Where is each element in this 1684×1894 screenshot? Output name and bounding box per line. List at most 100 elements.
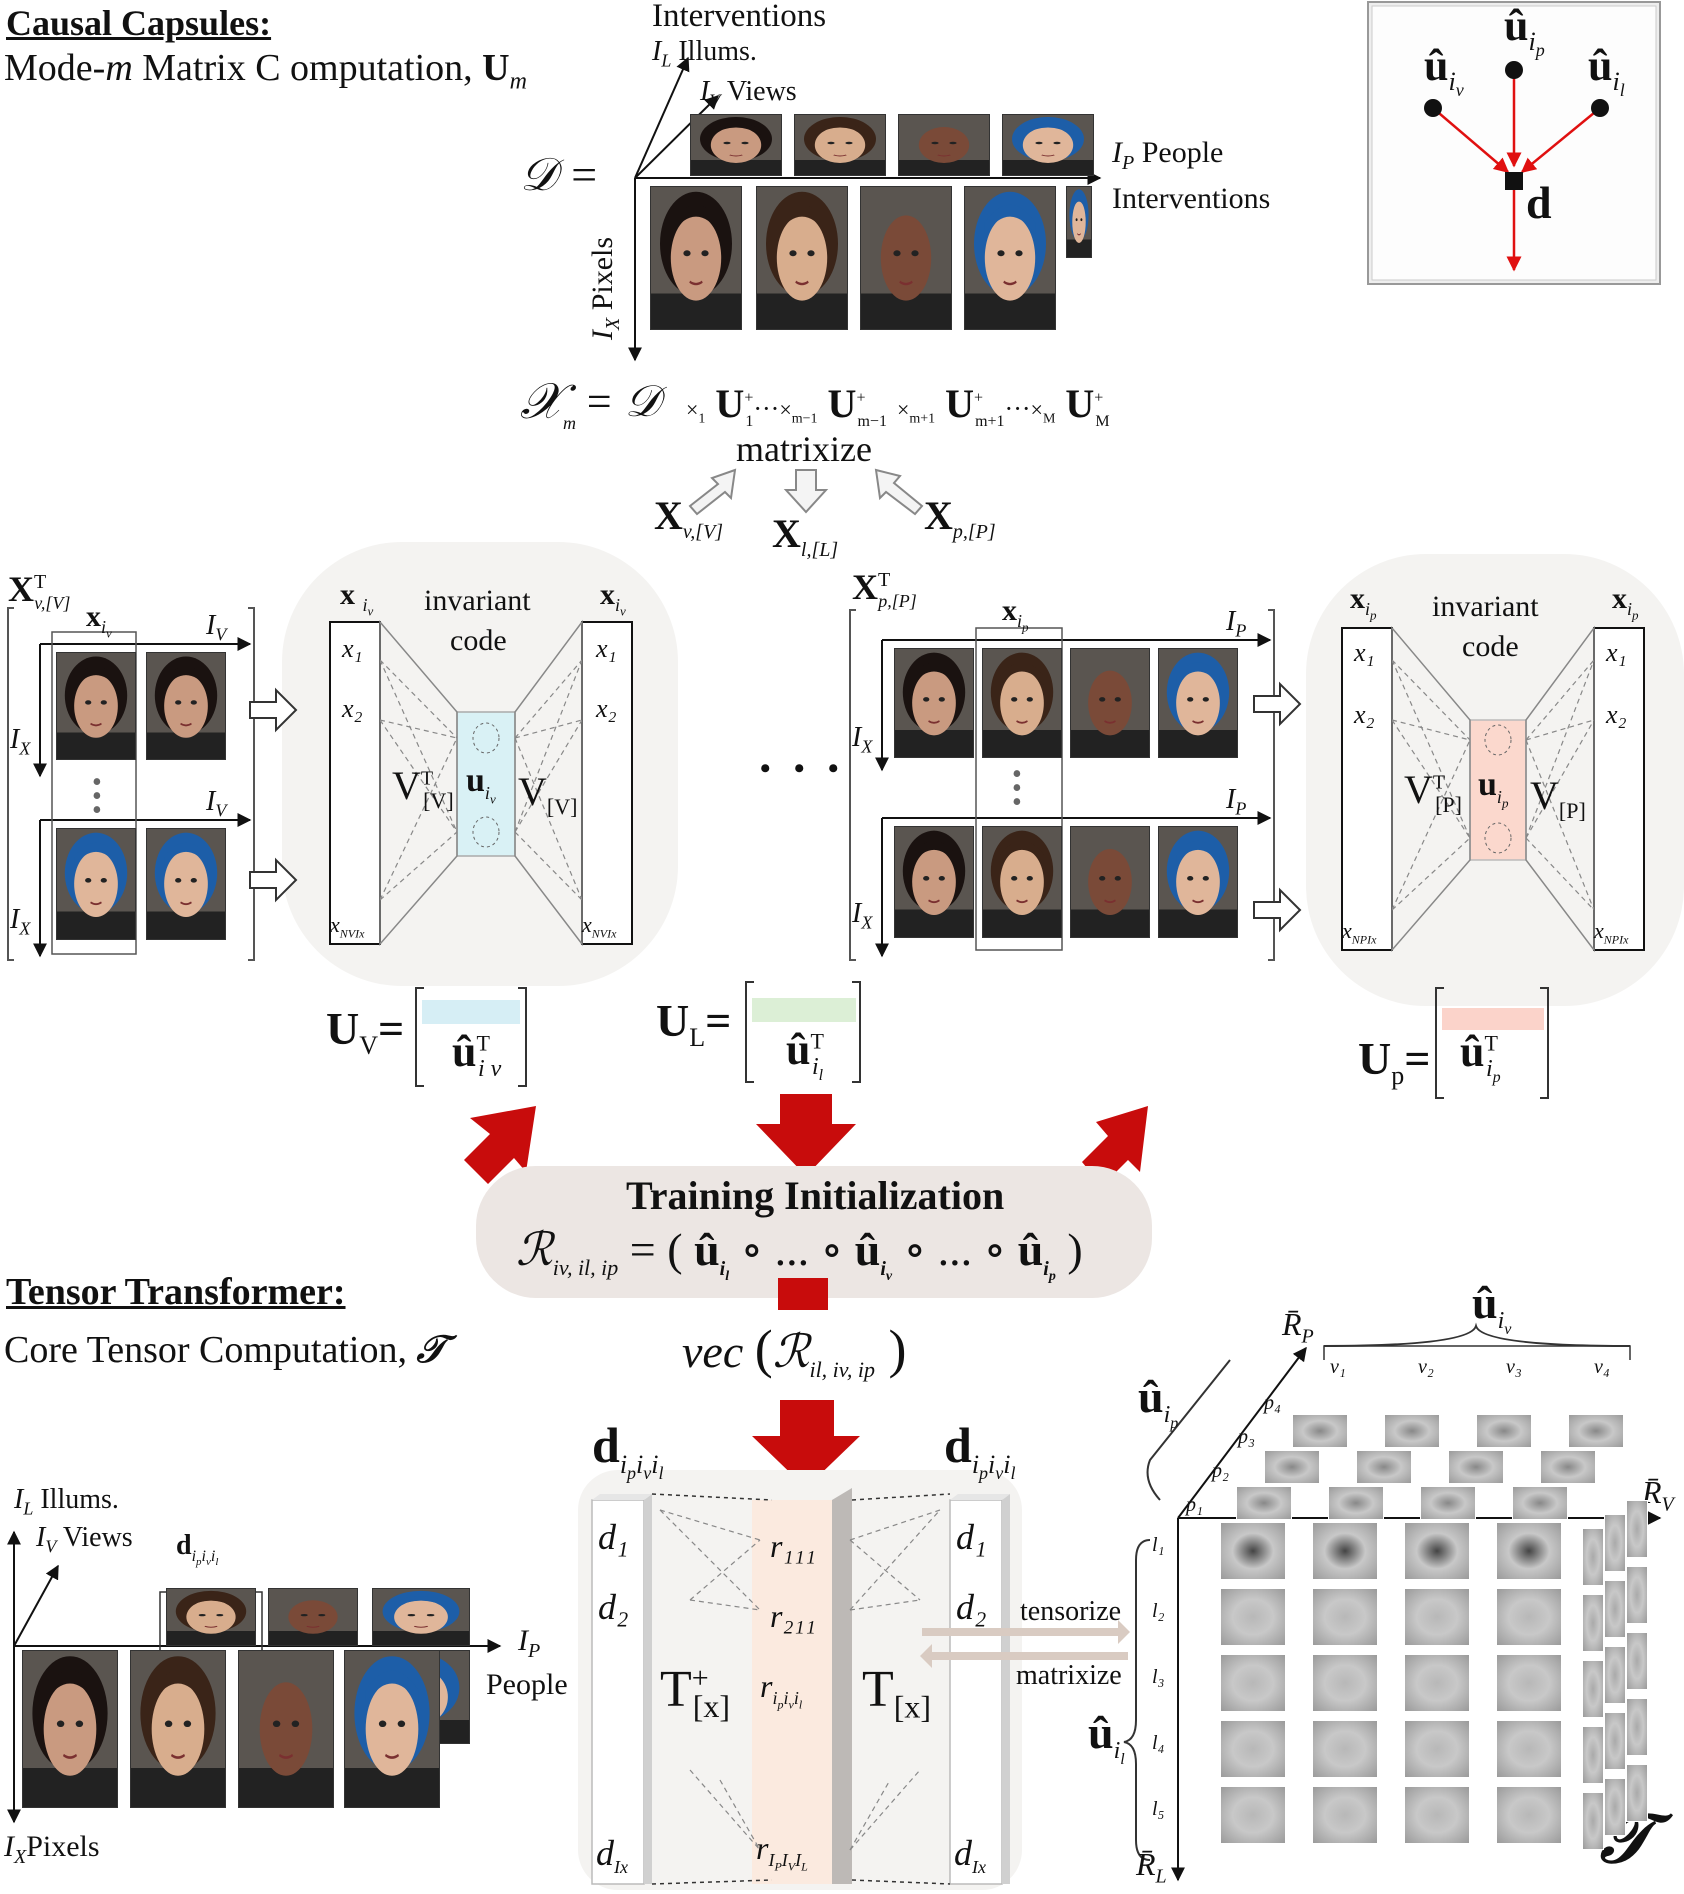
bl-face-front-4 — [344, 1650, 440, 1808]
right-code: code — [1462, 630, 1519, 663]
right-ix2-text: I — [852, 898, 862, 929]
right-ucode-text: u — [1478, 766, 1497, 803]
grid-uip-text: û — [1138, 1371, 1164, 1422]
matrixize-arrow-right — [874, 468, 924, 516]
core-d-right: dipivil — [944, 1417, 1016, 1484]
bl-pixels-text: Pixels — [26, 1830, 100, 1863]
left-ix2-text: I — [10, 904, 20, 935]
left-u-code: uiv — [466, 762, 496, 807]
left-dec-top-text: x — [600, 578, 615, 611]
left-capsule-face-3 — [56, 828, 136, 940]
left-capsule-face-2 — [146, 652, 226, 760]
right-invariant: invariant — [1432, 590, 1539, 623]
up-entry-text: û — [1460, 1027, 1485, 1076]
left-invariant: invariant — [424, 584, 531, 617]
arrow-vec-to-core — [752, 1400, 860, 1488]
bl-illums-text: Illums. — [40, 1484, 119, 1515]
right-ip-label-2: IP — [1226, 784, 1246, 820]
grid-rp-label: R̄P — [1282, 1306, 1314, 1348]
xl-sub: l,[L] — [800, 539, 839, 561]
right-capsule-face-top-4 — [1158, 648, 1238, 758]
left-vdec-sub: [V] — [546, 794, 578, 819]
left-enc-xn: xNVIx — [330, 912, 364, 941]
left-xh-sup: T — [34, 571, 47, 593]
grid-side-cell-l2-p2 — [1604, 1580, 1626, 1638]
edge-uiv-d — [1432, 107, 1510, 173]
left-enc-x1: x₁ — [342, 634, 363, 663]
grid-depth-cell-p1-v1 — [1236, 1486, 1292, 1520]
grid-side-cell-l1-p2 — [1604, 1514, 1626, 1572]
ul-sub: L — [689, 1023, 706, 1053]
right-capsule-face-bot-2 — [982, 826, 1062, 938]
edge-uil-d — [1520, 107, 1601, 173]
views-text: Views — [726, 76, 797, 107]
grid-side-cell-l2-p1 — [1582, 1594, 1604, 1652]
tt-symbol: 𝒯 — [416, 1329, 446, 1371]
data-face-back-1 — [690, 114, 782, 176]
core-dr-text: d — [944, 1417, 972, 1473]
graph-uiv-label: ûiv — [1424, 41, 1464, 100]
bl-ip-label: IP — [518, 1624, 541, 1662]
core-r-last: rIPIVIL — [756, 1830, 808, 1874]
left-dec-x1: x₁ — [596, 634, 617, 663]
left-x-col-label: xiv — [86, 600, 112, 641]
left-xh-sub: v,[V] — [34, 593, 71, 614]
left-vdots: ••• — [92, 767, 102, 826]
left-dec-xn-sub: NVIx — [591, 926, 617, 941]
graph-uil-label: ûil — [1588, 41, 1625, 100]
grid-cell-l5-v1 — [1220, 1786, 1286, 1844]
bl-views: IV Views — [36, 1522, 133, 1557]
core-left-d2: d₂ — [598, 1587, 629, 1627]
right-capsule-face-top-1 — [894, 648, 974, 758]
core-t-plus: T+[x] — [660, 1660, 730, 1725]
right-enc-xn-text: x — [1342, 918, 1352, 943]
grid-v-label-1: v₁ — [1330, 1356, 1346, 1378]
training-init-formula: ℛiv, il, ip = ( ûil ∘ ... ∘ ûiv ∘ ... ∘ … — [516, 1224, 1083, 1285]
left-ix1-text: I — [10, 724, 20, 755]
data-face-front-3 — [860, 186, 952, 330]
core-r-mid: ripivil — [760, 1668, 803, 1712]
node-uiv — [1424, 99, 1442, 117]
left-enc-top-text: x — [340, 578, 355, 611]
vec-arg-sub: il, iv, ip — [809, 1357, 876, 1383]
bl-d-label: dipivil — [176, 1530, 219, 1568]
core-right-dix: dIx — [954, 1832, 986, 1878]
grid-l-label-5: l₅ — [1152, 1798, 1165, 1820]
right-u-code: uip — [1478, 766, 1509, 811]
right-venc-text: V — [1404, 767, 1433, 812]
grid-side-cell-l1-p3 — [1626, 1500, 1648, 1558]
graph-uip-label: ûip — [1504, 1, 1545, 60]
grid-uiv-text: û — [1472, 1277, 1498, 1328]
data-face-back-2 — [794, 114, 886, 176]
left-capsule-face-4 — [146, 828, 226, 940]
data-face-back-4 — [1002, 114, 1094, 176]
core-t-text: T — [862, 1661, 894, 1718]
vec-text: vec — [682, 1326, 744, 1377]
grid-cell-l1-v1 — [1220, 1522, 1286, 1580]
bl-face-back-1 — [166, 1588, 256, 1646]
arrow-uv-to-init — [464, 1106, 536, 1184]
right-ix1-sub: X — [861, 736, 873, 757]
right-capsule-face-bot-4 — [1158, 826, 1238, 938]
left-capsule-face-1 — [56, 652, 136, 760]
people-axis-label: IP People — [1112, 136, 1224, 174]
node-uip — [1505, 61, 1523, 79]
grid-cell-l3-v3 — [1404, 1654, 1470, 1712]
causal-capsules-subtitle: Mode-m Matrix C omputation, Um — [4, 46, 527, 96]
right-vdec-sub: [P] — [1558, 798, 1586, 823]
bl-face-front-1 — [22, 1650, 118, 1808]
core-t: T[x] — [862, 1660, 931, 1725]
arrow-ul-to-init — [756, 1094, 856, 1176]
data-face-front-4 — [964, 186, 1056, 330]
left-dec-xn-text: x — [582, 912, 592, 937]
grid-cell-l4-v1 — [1220, 1720, 1286, 1778]
grid-side-cell-l3-p1 — [1582, 1660, 1604, 1718]
causal-capsules-title: Causal Capsules: — [6, 3, 272, 43]
grid-side-cell-l4-p2 — [1604, 1712, 1626, 1770]
right-dec-top-text: x — [1612, 582, 1627, 615]
bl-face-back-3 — [372, 1588, 470, 1646]
core-right-d1: d₁ — [956, 1517, 987, 1557]
grid-depth-cell-p1-v2 — [1328, 1486, 1384, 1520]
grid-cell-l4-v3 — [1404, 1720, 1470, 1778]
grid-v-label-3: v₃ — [1506, 1356, 1522, 1378]
